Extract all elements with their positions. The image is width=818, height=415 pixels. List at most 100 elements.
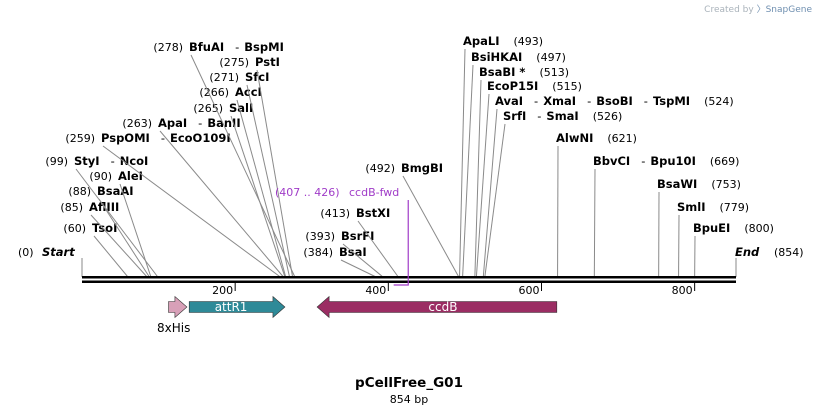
dna-top-strand xyxy=(82,276,736,279)
primer-ccdb-fwd[interactable]: (407 .. 426)ccdB-fwd xyxy=(275,186,409,286)
site-bfuai-bspmi[interactable]: (278) BfuAI - BspMI xyxy=(153,40,296,278)
site-enzyme-name[interactable]: BmgBI xyxy=(401,161,443,175)
site-bstxi[interactable]: (413) BstXI xyxy=(320,206,399,278)
site-enzyme-name[interactable]: StyI xyxy=(74,154,100,168)
site-enzyme-name[interactable]: Bpu10I xyxy=(650,154,695,168)
site-bsihkai[interactable]: BsiHKAI(497) xyxy=(462,50,566,278)
site-enzyme-name[interactable]: SfcI xyxy=(245,70,269,84)
site-position-label: (413) xyxy=(320,207,350,220)
site-enzyme-name[interactable]: BsaBI * xyxy=(479,65,525,79)
site-enzyme-name[interactable]: BbvCI xyxy=(593,154,630,168)
site-ecop15i[interactable]: EcoP15I (515) xyxy=(475,79,582,278)
start-label: Start xyxy=(42,245,75,259)
site-position-label: (88) xyxy=(68,185,91,198)
feature-8xhis[interactable]: 8xHis xyxy=(157,295,190,336)
site-avai-xmai-bsobi-tspmi[interactable]: AvaI-XmaI-BsoBI-TspMI(524) xyxy=(482,94,734,278)
site-afliii[interactable]: (85)AflIII xyxy=(60,200,148,278)
site-pspomi-ecoo109i[interactable]: (259)PspOMI-EcoO109I xyxy=(65,131,281,278)
site-position-label: (265) xyxy=(193,102,223,115)
site-connector-line xyxy=(357,220,399,278)
site-connector-line xyxy=(190,54,296,278)
site-sali[interactable]: (265) SalI xyxy=(193,101,286,278)
site-position-label: (800) xyxy=(744,222,774,235)
start-position: (0) xyxy=(18,246,34,259)
site-enzyme-name[interactable]: BsiHKAI xyxy=(471,50,522,64)
site-enzyme-name[interactable]: SalI xyxy=(229,101,253,115)
site-enzyme-name[interactable]: NcoI xyxy=(120,154,149,168)
site-position-label: (99) xyxy=(45,155,68,168)
site-enzyme-name[interactable]: TspMI xyxy=(653,94,690,108)
site-alwni[interactable]: AlwNI(621) xyxy=(556,131,637,278)
site-psti[interactable]: (275)PstI xyxy=(219,55,294,278)
site-enzyme-name[interactable]: SrfI xyxy=(503,109,526,123)
site-enzyme-name[interactable]: PstI xyxy=(255,55,280,69)
site-alei[interactable]: (90)AleI xyxy=(89,169,152,278)
site-bsabi-[interactable]: BsaBI *(513) xyxy=(474,65,569,278)
site-enzyme-name[interactable]: ApaLI xyxy=(463,34,500,48)
site-connector-line xyxy=(236,99,287,278)
site-enzyme-name[interactable]: BsaAI xyxy=(97,184,134,198)
site-enzyme-name[interactable]: BspMI xyxy=(244,40,284,54)
site-enzyme-name[interactable]: BanII xyxy=(207,116,240,130)
site-enzyme-name[interactable]: EcoO109I xyxy=(170,131,231,145)
primer-name-label: ccdB-fwd xyxy=(349,186,399,199)
site-connector-line xyxy=(102,145,281,278)
site-enzyme-name[interactable]: BsrFI xyxy=(341,229,374,243)
site-enzyme-name[interactable]: XmaI xyxy=(543,94,576,108)
site-enzyme-name[interactable]: BsoBI xyxy=(596,94,633,108)
sequence-backbone xyxy=(82,276,736,283)
site-sfci[interactable]: (271) SfcI xyxy=(209,70,291,278)
feature-arrow xyxy=(168,295,188,319)
site-connector-line xyxy=(462,64,474,278)
end-position: (854) xyxy=(774,246,804,259)
feature-ccdb[interactable]: ccdB xyxy=(316,295,558,319)
site-enzyme-name[interactable]: BpuEI xyxy=(693,221,730,235)
site-enzyme-name[interactable]: EcoP15I xyxy=(487,79,538,93)
site-connector-line xyxy=(459,48,466,278)
site-bmgbi[interactable]: (492)BmgBI xyxy=(365,161,460,278)
credit-brand: SnapGene xyxy=(765,5,812,15)
site-position-label: (271) xyxy=(209,71,239,84)
site-apai-banii[interactable]: (263)ApaI-BanII xyxy=(122,116,284,278)
site-acci[interactable]: (266)AccI xyxy=(199,85,287,278)
site-enzyme-name[interactable]: ApaI xyxy=(158,116,187,130)
site-position-label: (524) xyxy=(704,95,734,108)
site-connector-line xyxy=(98,198,150,278)
site-position-label: (515) xyxy=(552,80,582,93)
site-bsaai[interactable]: (88) BsaAI xyxy=(68,184,150,278)
site-enzyme-name[interactable]: AlwNI xyxy=(556,131,593,145)
plasmid-length: 854 bp xyxy=(389,393,429,406)
site-position-label: (278) xyxy=(153,41,183,54)
site-smli[interactable]: SmlI(779) xyxy=(677,200,749,278)
site-enzyme-name[interactable]: AleI xyxy=(118,169,143,183)
ruler-tick-label: 200 xyxy=(212,284,233,297)
site-position-label: (60) xyxy=(63,222,86,235)
site-bsawi[interactable]: BsaWI(753) xyxy=(657,177,741,278)
site-enzyme-name[interactable]: BstXI xyxy=(356,206,390,220)
site-enzyme-name[interactable]: SmaI xyxy=(546,109,578,123)
feature-attr1[interactable]: attR1 xyxy=(188,295,286,319)
site-tsoi[interactable]: (60) TsoI xyxy=(63,221,129,278)
site-enzyme-name[interactable]: AvaI xyxy=(495,94,523,108)
site-enzyme-name[interactable]: BfuAI xyxy=(189,40,224,54)
site-enzyme-name[interactable]: TsoI xyxy=(92,221,117,235)
site-name-separator: - xyxy=(111,154,115,168)
site-name-separator: - xyxy=(161,131,165,145)
site-apali[interactable]: ApaLI(493) xyxy=(459,34,544,278)
site-bbvci-bpu10i[interactable]: BbvCI-Bpu10I(669) xyxy=(593,154,739,278)
site-connector-line xyxy=(246,84,291,278)
site-position-label: (384) xyxy=(303,246,333,259)
site-name-separator: - xyxy=(644,94,648,108)
site-enzyme-name[interactable]: PspOMI xyxy=(101,131,150,145)
site-enzyme-name[interactable]: SmlI xyxy=(677,200,706,214)
dna-bottom-strand xyxy=(82,280,736,283)
site-bpuei[interactable]: BpuEI (800) xyxy=(693,221,774,278)
site-enzyme-name[interactable]: BsaWI xyxy=(657,177,697,191)
site-connector-line xyxy=(340,259,377,278)
site-styi-ncoi[interactable]: (99) StyI-NcoI xyxy=(45,154,159,278)
site-srfi-smai[interactable]: SrfI-SmaI(526) xyxy=(484,109,622,278)
site-bsai[interactable]: (384)BsaI xyxy=(303,245,377,278)
site-position-label: (393) xyxy=(305,230,335,243)
